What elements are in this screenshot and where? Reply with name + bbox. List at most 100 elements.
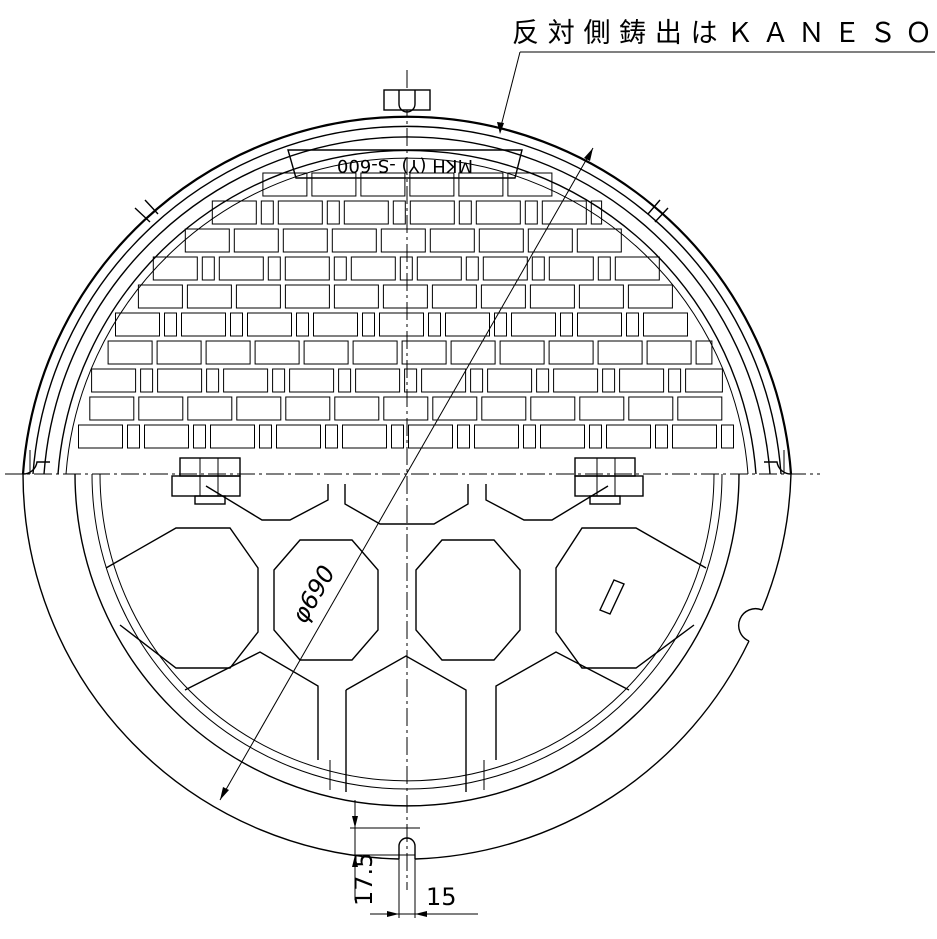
brick-cell [523,424,536,449]
brick-cell [597,256,611,281]
brick-cell [475,200,521,225]
frame-upper-half [21,89,793,475]
brick-cell [186,284,232,309]
brick-cell [267,256,281,281]
brick-cell [529,284,575,309]
brick-cell [457,424,470,449]
hinge-blocks [171,457,644,505]
brick-cell [233,228,279,253]
brick-cell [655,424,668,449]
brick-cell [206,368,220,393]
brick-cell [721,424,734,449]
brick-cell [478,228,524,253]
brick-cell [577,312,622,337]
brick-cell [311,172,357,197]
brick-cell [210,424,255,449]
brick-cell [429,228,475,253]
brick-cell [284,256,330,281]
brick-cell [540,424,585,449]
brick-cell [576,228,622,253]
brick-pattern-grid [78,172,734,449]
brick-cell [254,340,300,365]
brick-cell [445,312,490,337]
brick-cell [590,200,603,225]
brick-cell [628,396,674,421]
brick-cell [470,368,484,393]
brick-cell [614,256,660,281]
brick-cell [511,312,556,337]
brick-cell [333,256,347,281]
brick-cell [560,312,573,337]
brick-cell [391,424,404,449]
brick-cell [553,368,599,393]
brick-cell [382,284,428,309]
brick-cell [282,228,328,253]
brick-cell [527,228,573,253]
brick-cell [494,312,507,337]
diameter-dimension [219,147,594,801]
brick-cell [524,200,538,225]
brick-cell [230,312,243,337]
brick-cell [247,312,292,337]
brick-cell [360,172,406,197]
brick-cell [465,256,479,281]
brick-cell [236,396,282,421]
diameter-label: φ690 [286,561,341,628]
brick-cell [350,256,396,281]
brick-cell [627,284,673,309]
brick-cell [152,256,198,281]
brick-cell [156,340,202,365]
brick-cell [127,424,140,449]
brick-cell [409,172,455,197]
brick-cell [619,368,665,393]
brick-cell [487,368,533,393]
brick-cell [78,424,123,449]
brick-cell [480,284,526,309]
brick-cell [380,228,426,253]
frame-lower-half [22,473,792,860]
brick-cell [668,368,682,393]
brick-cell [334,396,380,421]
brick-cell [211,200,257,225]
brick-cell [107,340,153,365]
brick-cell [421,368,467,393]
brick-cell [685,368,723,393]
brick-cell [259,424,272,449]
brick-cell [548,340,594,365]
brick-cell [431,284,477,309]
brick-cell [157,368,203,393]
brick-cell [589,424,602,449]
brick-cell [138,396,184,421]
brick-cell [289,368,335,393]
brick-cell [325,424,338,449]
brick-cell [260,200,274,225]
brick-cell [313,312,358,337]
brick-cell [408,424,453,449]
brick-cell [91,368,137,393]
brick-cell [343,200,389,225]
brick-cell [677,396,723,421]
cast-marking-text: MKH (Y) -S-600 [337,155,473,176]
brick-cell [89,396,135,421]
brick-cell [277,200,323,225]
brick-cell [507,172,553,197]
brick-cell [392,200,406,225]
brick-cell [597,340,643,365]
brick-cell [416,256,462,281]
brick-cell [184,228,230,253]
brick-cell [223,368,269,393]
brick-cell [276,424,321,449]
brick-cell [499,340,545,365]
brick-cell [458,172,504,197]
brick-cell [137,284,183,309]
brick-cell [383,396,429,421]
brick-cell [193,424,206,449]
brick-cell [401,340,447,365]
brick-cell [450,340,496,365]
honeycomb-pattern [105,484,707,792]
brick-cell [428,312,441,337]
brick-cell [296,312,309,337]
notch-width-label: 15 [426,883,457,911]
brick-cell [646,340,692,365]
